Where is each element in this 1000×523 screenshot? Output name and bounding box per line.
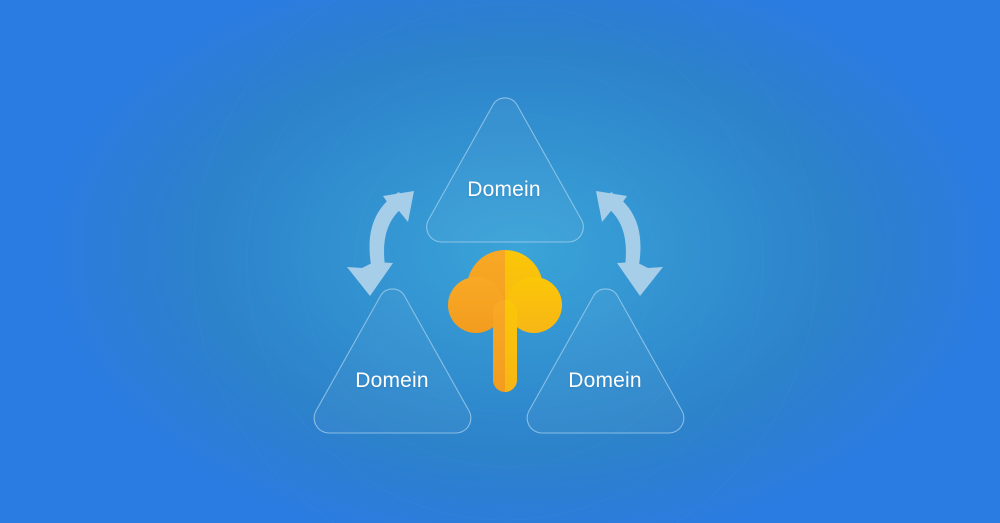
node-triangle-left[interactable]: [313, 288, 472, 434]
right-arrow-head-lower: [617, 262, 663, 296]
triangle-outline-top: [426, 97, 584, 243]
triangle-outline-left: [313, 288, 472, 434]
node-triangle-right[interactable]: [526, 288, 685, 434]
connector-left-arrow: [347, 191, 414, 296]
node-triangle-top[interactable]: [426, 97, 584, 243]
tree-icon: [448, 250, 562, 392]
connector-right-arrow: [596, 191, 663, 296]
left-arrow-shaft: [369, 192, 407, 266]
right-arrow-head-upper: [596, 191, 627, 222]
right-arrow-shaft: [603, 192, 641, 266]
left-arrow-head-upper: [383, 191, 414, 222]
node-label-left: Domein: [355, 369, 429, 392]
left-arrow-head-lower: [347, 262, 393, 296]
triangle-outline-right: [526, 288, 685, 434]
node-label-top: Domein: [467, 178, 541, 201]
node-label-right: Domein: [568, 369, 642, 392]
